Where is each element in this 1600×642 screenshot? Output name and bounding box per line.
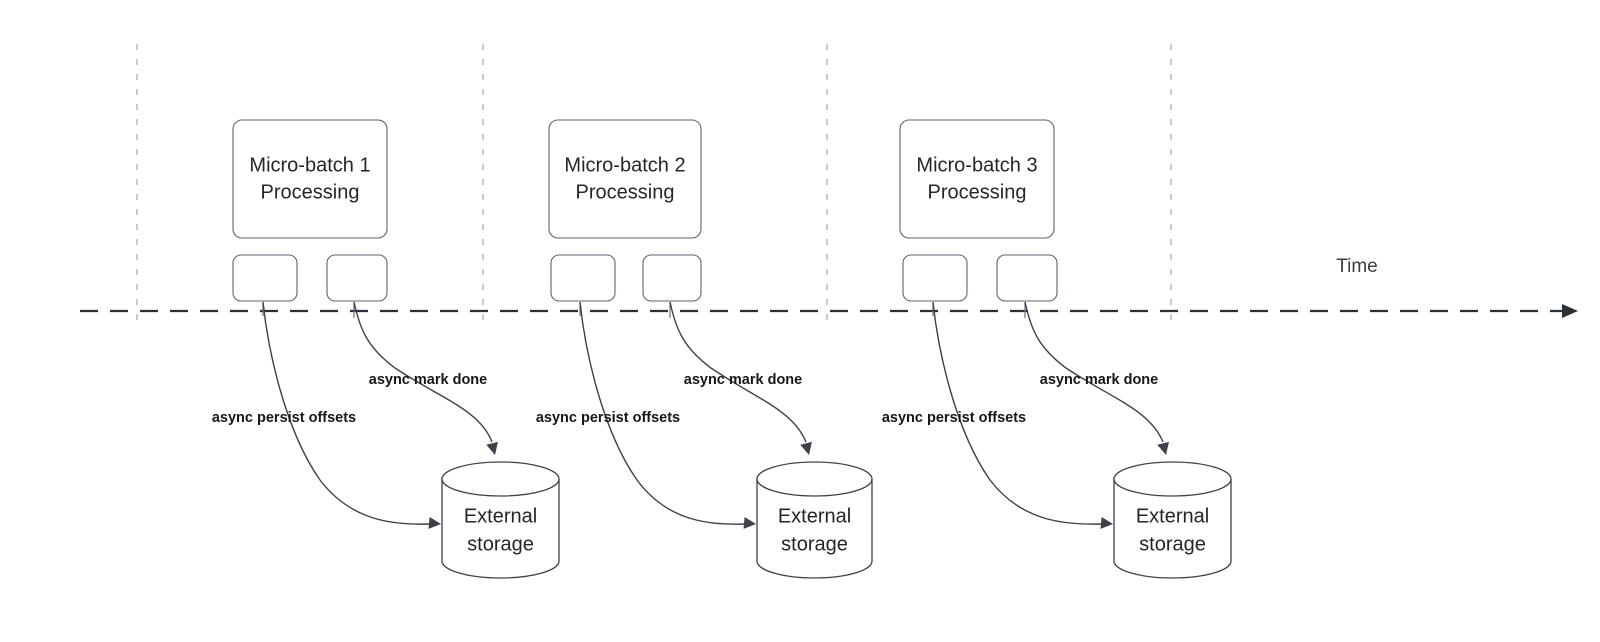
time-axis-label: Time <box>1336 256 1378 277</box>
external-storage-1-label-line1: External <box>464 505 537 527</box>
micro-batch-3-label-line1: Micro-batch 3 <box>916 154 1037 176</box>
diagram-nodes <box>232 119 1232 579</box>
edge-async-mark-done-1-label: async mark done <box>369 372 487 388</box>
edge-async-persist-offsets-1-arrow-head <box>428 516 441 529</box>
edge-async-persist-offsets-3-arrow-head <box>1100 516 1113 529</box>
time-axis <box>80 304 1578 318</box>
external-storage-1-body[interactable] <box>441 479 560 579</box>
micro-batch-3-task-b[interactable] <box>996 254 1058 302</box>
micro-batch-2-box[interactable] <box>548 119 702 239</box>
edge-async-mark-done-3-label: async mark done <box>1040 372 1158 388</box>
edge-async-mark-done-2-label: async mark done <box>684 372 802 388</box>
micro-batch-1-task-a[interactable] <box>232 254 298 302</box>
micro-batch-2-label-line2: Processing <box>576 181 675 203</box>
micro-batch-1-box[interactable] <box>232 119 388 239</box>
micro-batch-3-task-a[interactable] <box>902 254 968 302</box>
micro-batch-1-task-b[interactable] <box>326 254 388 302</box>
edge-async-persist-offsets-2-path <box>579 301 746 525</box>
external-storage-2-label-line1: External <box>778 505 851 527</box>
external-storage-2-body[interactable] <box>756 479 873 579</box>
edge-connectors <box>262 301 1169 529</box>
edge-async-persist-offsets-2-label: async persist offsets <box>536 410 680 426</box>
micro-batch-1-label-line2: Processing <box>261 181 360 203</box>
edge-async-persist-offsets-1-path <box>262 301 431 525</box>
edge-async-mark-done-3-arrow-head <box>1157 441 1169 455</box>
edge-async-mark-done-1-path <box>353 301 493 443</box>
micro-batch-3-box[interactable] <box>899 119 1055 239</box>
external-storage-2-top <box>756 461 873 497</box>
edge-async-mark-done-3-path <box>1024 301 1164 443</box>
batch-boundary-lines <box>136 44 1172 322</box>
edge-async-persist-offsets-1-label: async persist offsets <box>212 410 356 426</box>
external-storage-1-label-line2: storage <box>467 533 534 555</box>
external-storage-3-top <box>1113 461 1232 497</box>
micro-batch-2-label-line1: Micro-batch 2 <box>564 154 685 176</box>
external-storage-3-label-line2: storage <box>1139 533 1206 555</box>
edge-async-persist-offsets-3-path <box>932 301 1103 525</box>
edge-async-mark-done-2-arrow-head <box>800 441 812 455</box>
micro-batch-2-task-a[interactable] <box>550 254 616 302</box>
edge-async-mark-done-2-path <box>669 301 807 443</box>
time-arrow-head <box>1562 304 1578 318</box>
edge-async-mark-done-1-arrow-head <box>486 441 498 455</box>
external-storage-3-label-line1: External <box>1136 505 1209 527</box>
external-storage-3-body[interactable] <box>1113 479 1232 579</box>
micro-batch-3-label-line2: Processing <box>928 181 1027 203</box>
external-storage-2-label-line2: storage <box>781 533 848 555</box>
external-storage-1-top <box>441 461 560 497</box>
micro-batch-1-label-line1: Micro-batch 1 <box>249 154 370 176</box>
micro-batch-2-task-b[interactable] <box>642 254 702 302</box>
edge-async-persist-offsets-2-arrow-head <box>743 516 756 529</box>
edge-async-persist-offsets-3-label: async persist offsets <box>882 410 1026 426</box>
